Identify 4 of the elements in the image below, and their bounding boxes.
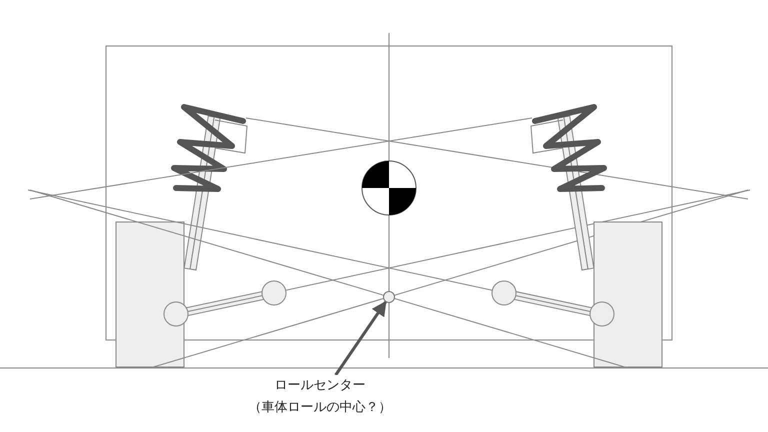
arrow [334,300,387,376]
annotation-text: ロールセンター [274,377,366,395]
roll-center-circle [383,291,395,303]
annotation-text: （車体ロールの中心？） [248,399,392,417]
